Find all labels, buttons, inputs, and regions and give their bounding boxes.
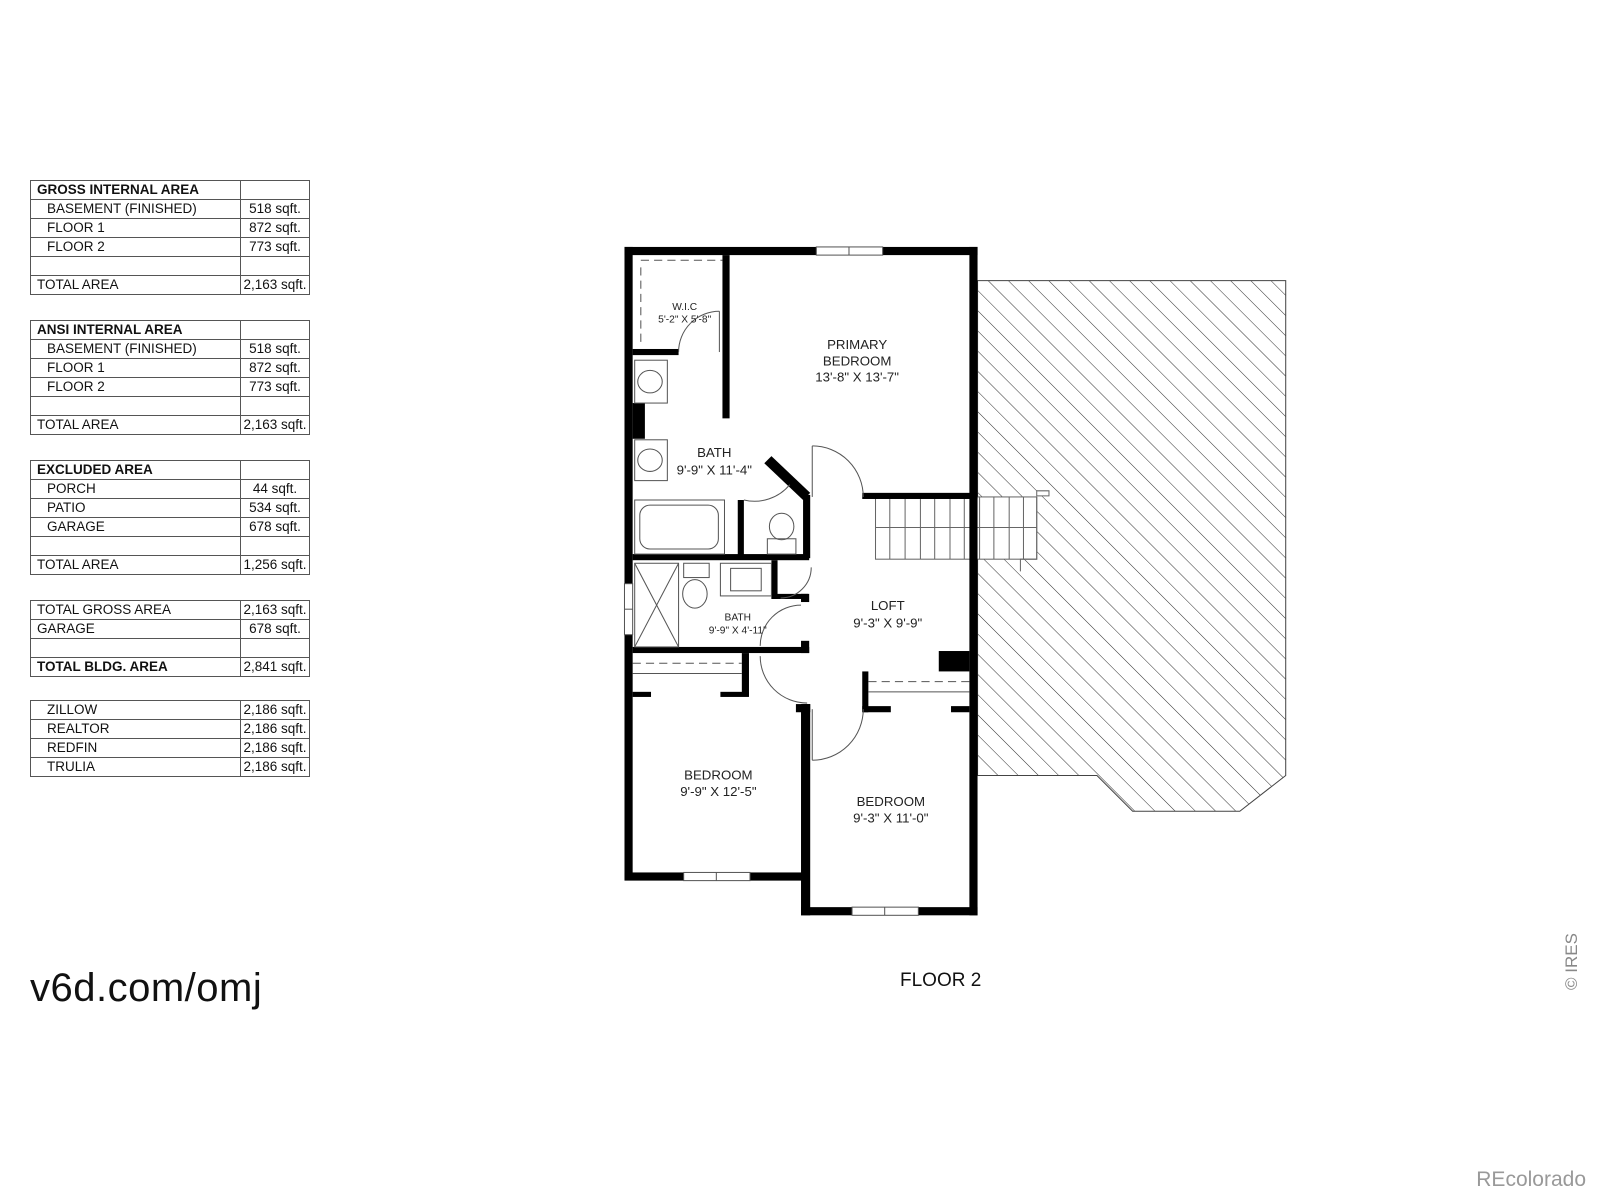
watermark-logo: REcolorado (1476, 1168, 1586, 1191)
wic-dimensions: 5'-2" X 5'-8" (658, 314, 711, 325)
copyright-label: © IRES (1562, 933, 1581, 990)
bedroom-2-label: BEDROOM (684, 768, 752, 783)
total-value: 2,163 sqft. (240, 415, 310, 435)
primary-bedroom-dimensions: 13'-8" X 13'-7" (815, 370, 899, 385)
table-header: ANSI INTERNAL AREA (30, 320, 241, 340)
gross-internal-area-table: GROSS INTERNAL AREA BASEMENT (FINISHED)5… (30, 180, 310, 295)
total-value: 2,841 sqft. (240, 657, 310, 677)
ansi-internal-area-table: ANSI INTERNAL AREA BASEMENT (FINISHED)51… (30, 320, 310, 435)
row-value: 872 sqft. (240, 218, 310, 238)
patio-hatched-area (977, 280, 1287, 812)
bedroom-3-label: BEDROOM (857, 794, 925, 809)
row-value: 678 sqft. (240, 619, 310, 639)
total-value: 2,163 sqft. (240, 275, 310, 295)
row-value: 2,186 sqft. (240, 757, 310, 777)
total-label: TOTAL AREA (30, 275, 241, 295)
bath-dimensions: 9'-9" X 11'-4" (677, 462, 753, 477)
site-link[interactable]: v6d.com/omj (30, 966, 263, 1010)
row-label: PORCH (30, 479, 241, 499)
bedroom-3-dimensions: 9'-3" X 11'-0" (853, 810, 929, 825)
loft-dimensions: 9'-3" X 9'-9" (853, 616, 922, 631)
doors-and-fixtures (632, 259, 970, 761)
row-value: 773 sqft. (240, 237, 310, 257)
floor-label: FLOOR 2 (900, 970, 982, 991)
total-label: TOTAL BLDG. AREA (30, 657, 241, 677)
row-value: 2,186 sqft. (240, 719, 310, 739)
bedroom-2-dimensions: 9'-9" X 12'-5" (680, 784, 757, 799)
bath-2-label: BATH (725, 612, 751, 623)
primary-bedroom-label: PRIMARY (827, 337, 887, 352)
bath-label: BATH (697, 445, 731, 460)
primary-bedroom-label-2: BEDROOM (823, 353, 891, 368)
total-label: TOTAL AREA (30, 555, 241, 575)
row-label: TRULIA (30, 757, 241, 777)
row-value: 872 sqft. (240, 358, 310, 378)
loft-label: LOFT (871, 598, 905, 613)
total-label: TOTAL AREA (30, 415, 241, 435)
bath-2-dimensions: 9'-9" X 4'-11" (709, 626, 767, 637)
windows (623, 246, 919, 916)
staircase (875, 490, 1050, 572)
wic-label: W.I.C (672, 302, 697, 313)
row-value: 534 sqft. (240, 498, 310, 518)
total-value: 1,256 sqft. (240, 555, 310, 575)
